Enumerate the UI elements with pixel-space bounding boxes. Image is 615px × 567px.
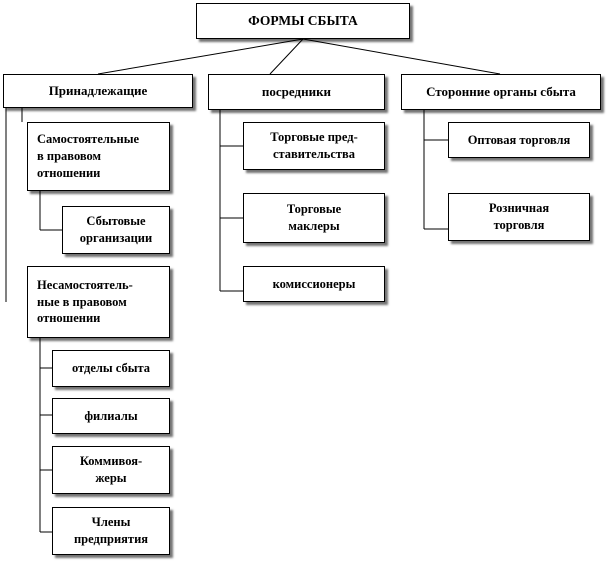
connector-root-intermediaries [269,38,304,75]
dependent-node: Несамостоятель- ные в правовом отношении [27,266,170,338]
branch-external-node: Сторонние органы сбыта [401,74,601,110]
connector-root-external [302,38,501,75]
travelling-salesmen-node: Коммивоя- жеры [52,446,170,494]
branches-node: филиалы [52,398,170,434]
branch-intermediaries-node: посредники [208,74,385,110]
trade-brokers-node: Торговые маклеры [243,193,385,243]
connector-root-own [97,38,304,75]
wholesale-trade-node: Оптовая торговля [448,122,590,158]
root-node: ФОРМЫ СБЫТА [196,3,410,39]
sales-organizations-node: Сбытовые организации [62,206,170,254]
branch-own-node: Принадлежащие [3,74,193,108]
independent-node: Самостоятельные в правовом отношении [27,122,170,191]
trade-representations-node: Торговые пред- ставительства [243,122,385,170]
company-members-node: Члены предприятия [52,507,170,555]
sales-departments-node: отделы сбыта [52,350,170,387]
commission-agents-node: комиссионеры [243,266,385,302]
retail-trade-node: Розничная торговля [448,193,590,241]
